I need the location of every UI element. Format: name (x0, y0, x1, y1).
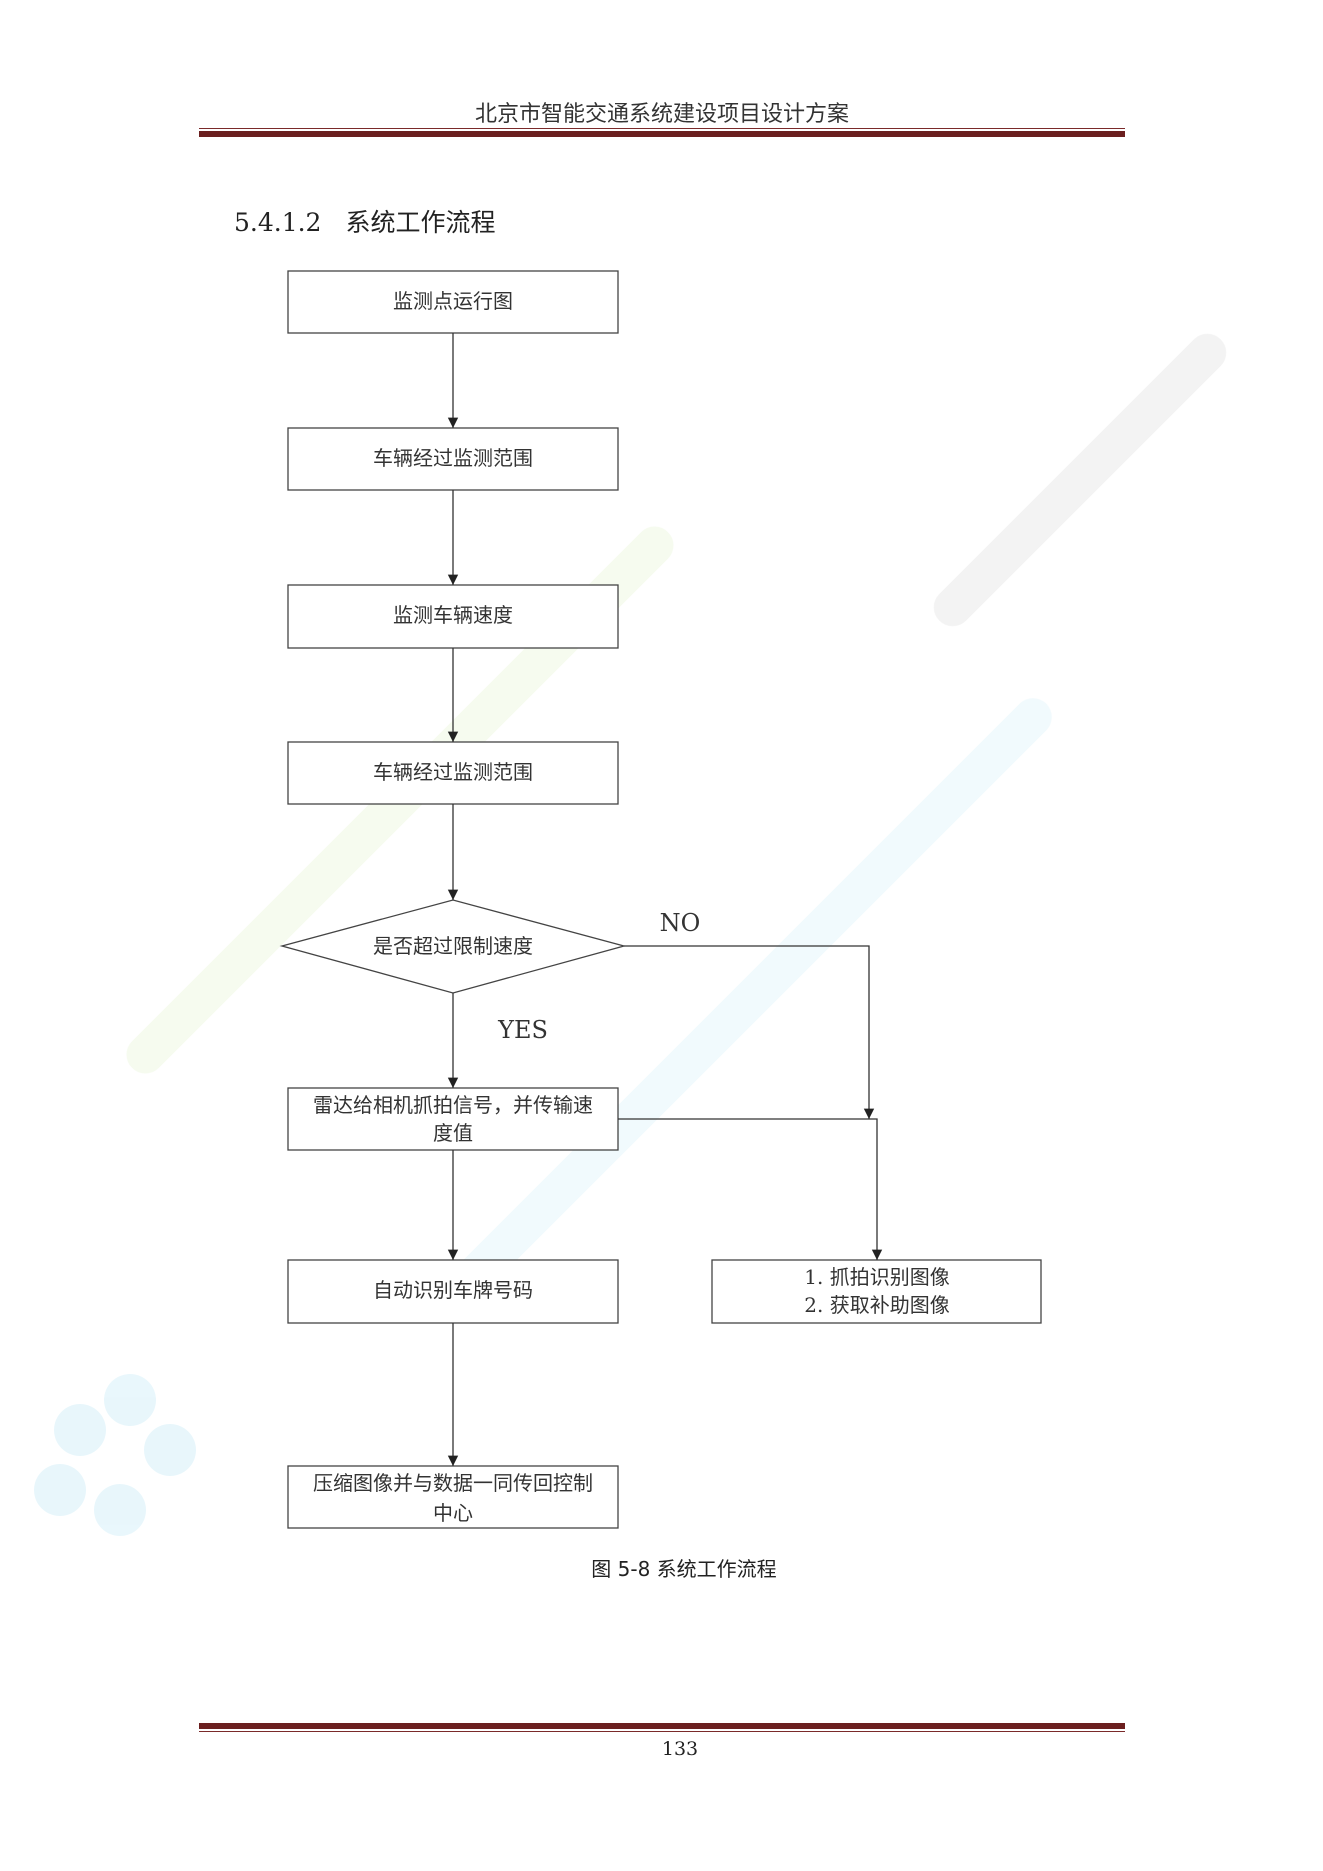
node-box (287, 1087, 619, 1151)
node-label: 监测点运行图 (393, 289, 513, 313)
section-heading: 5.4.1.2 系统工作流程 (234, 203, 495, 239)
header-rule (199, 128, 1125, 129)
node-box (287, 1259, 619, 1324)
yes-label: YES (497, 1016, 548, 1044)
node-box (287, 427, 619, 491)
footer-rule (199, 1731, 1125, 1732)
node-box (287, 1465, 619, 1529)
node-label: 雷达给相机抓拍信号，并传输速 (313, 1093, 593, 1117)
section-number: 5.4.1.2 (234, 208, 322, 237)
footer-rule-thick (199, 1723, 1125, 1729)
node-label: 车辆经过监测范围 (373, 760, 533, 784)
node-box (287, 270, 619, 334)
node-box (711, 1259, 1042, 1324)
decision-label: 是否超过限制速度 (373, 934, 533, 958)
no-label: NO (660, 909, 701, 937)
node-label: 度值 (433, 1121, 473, 1145)
header-rule-thick (199, 131, 1125, 137)
node-label: 自动识别车牌号码 (373, 1278, 533, 1302)
node-label: 监测车辆速度 (393, 603, 513, 627)
figure-caption: 图 5-8 系统工作流程 (591, 1557, 777, 1581)
arrow-no (624, 945, 875, 1119)
arrow (618, 1118, 883, 1260)
section-title: 系统工作流程 (345, 208, 496, 237)
page-number: 133 (661, 1738, 699, 1760)
header-title: 北京市智能交通系统建设项目设计方案 (474, 102, 849, 127)
node-label: 1. 抓拍识别图像 (804, 1265, 949, 1289)
node-label: 车辆经过监测范围 (373, 446, 533, 470)
node-label: 中心 (433, 1501, 473, 1525)
node-label: 压缩图像并与数据一同传回控制 (313, 1471, 593, 1495)
node-label: 2. 获取补助图像 (804, 1293, 949, 1317)
